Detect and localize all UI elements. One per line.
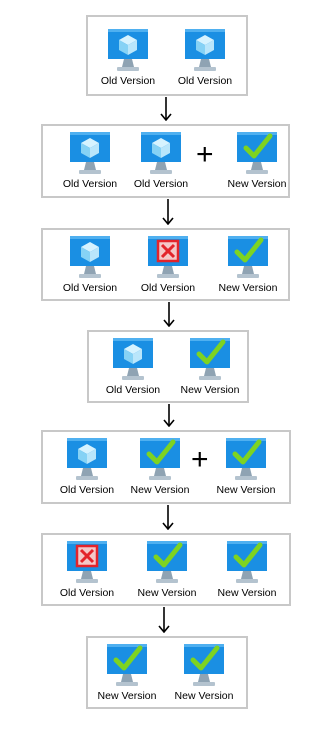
vm-label: New Version [216,484,276,496]
vm-failed-version: Old Version [128,235,208,296]
vm-label: Old Version [100,74,156,87]
vm-old-version: Old Version [93,337,173,398]
vm-new-version: New Version [207,540,287,601]
vm-old-version: Old Version [50,132,130,192]
vm-old-version: Old Version [47,438,127,498]
vm-label: Old Version [62,178,118,190]
vm-new-version: New Version [164,643,244,704]
vm-failed-version: Old Version [47,540,127,601]
vm-label: Old Version [62,281,118,294]
vm-label: New Version [130,484,190,496]
vm-label: Old Version [59,484,115,496]
vm-new-version: New Version [208,235,288,296]
vm-old-version: Old Version [165,28,245,89]
vm-new-version: New Version [206,438,286,498]
plus-sign: + [191,443,209,476]
vm-new-version: New Version [87,643,167,704]
vm-label: New Version [137,586,197,599]
vm-new-version: New Version [217,132,297,192]
vm-label: New Version [180,383,240,396]
vm-label: Old Version [140,281,196,294]
down-arrow-icon [158,607,170,633]
vm-label: Old Version [105,383,161,396]
vm-label: New Version [97,689,157,702]
down-arrow-icon [160,97,172,121]
down-arrow-icon [162,505,174,530]
down-arrow-icon [162,199,174,225]
vm-old-version: Old Version [50,235,130,296]
vm-label: New Version [174,689,234,702]
vm-label: New Version [218,281,278,294]
plus-sign: + [196,138,214,171]
down-arrow-icon [163,302,175,327]
vm-new-version: New Version [120,438,200,498]
vm-label: Old Version [133,178,189,190]
vm-old-version: Old Version [88,28,168,89]
vm-new-version: New Version [170,337,250,398]
vm-label: Old Version [177,74,233,87]
down-arrow-icon [163,404,175,427]
vm-old-version: Old Version [121,132,201,192]
vm-new-version: New Version [127,540,207,601]
vm-label: Old Version [59,586,115,599]
vm-label: New Version [227,178,287,190]
vm-label: New Version [217,586,277,599]
